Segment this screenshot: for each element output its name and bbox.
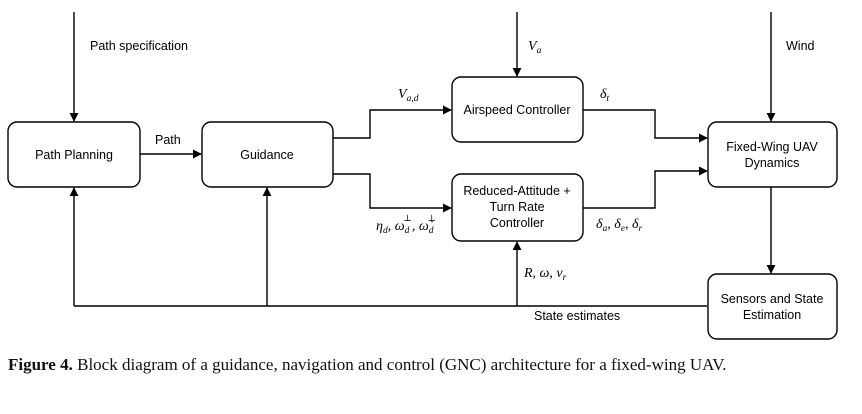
guidance-label: Guidance	[240, 148, 294, 162]
eta-omega-arrow	[333, 173, 452, 213]
path-planning-label: Path Planning	[35, 148, 113, 162]
reduced-attitude-label-2: Turn Rate	[489, 200, 544, 214]
wind-label: Wind	[786, 39, 815, 53]
va-d-arrow	[333, 105, 452, 139]
uav-dynamics-block	[707, 121, 838, 188]
reduced-attitude-block	[451, 173, 584, 242]
path-spec-label: Path specification	[90, 39, 188, 53]
figure-caption-text: Block diagram of a guidance, navigation …	[72, 355, 727, 374]
path-planning-block	[7, 121, 141, 188]
figure-label: Figure 4.	[8, 355, 73, 374]
delta-aer-arrow	[583, 166, 708, 209]
reduced-attitude-label-1: Reduced-Attitude +	[463, 184, 570, 198]
delta-t-arrow	[583, 109, 708, 143]
figure-caption: Figure 4. Block diagram of a guidance, n…	[8, 354, 854, 376]
uav-dynamics-label-2: Dynamics	[745, 156, 800, 170]
airspeed-controller-label: Airspeed Controller	[464, 103, 571, 117]
path-label: Path	[155, 133, 181, 147]
delta-t-label: δt	[600, 87, 610, 104]
va-d-label: Va,d	[398, 87, 419, 104]
sensors-label-2: Estimation	[743, 308, 801, 322]
eta-omega-label: ηd, ωd⊥, ω̇d⊥	[376, 213, 436, 236]
uav-dynamics-label-1: Fixed-Wing UAV	[726, 140, 818, 154]
delta-aer-label: δa, δe, δr	[596, 217, 643, 234]
airspeed-controller-block	[451, 76, 584, 143]
sensors-label-1: Sensors and State	[721, 292, 824, 306]
r-omega-vr-label: R, ω, vr	[523, 266, 567, 283]
state-estimates-label: State estimates	[534, 309, 620, 323]
guidance-block	[201, 121, 334, 188]
reduced-attitude-label-3: Controller	[490, 216, 544, 230]
va-label: Va	[528, 39, 542, 56]
sensors-block	[707, 273, 838, 340]
